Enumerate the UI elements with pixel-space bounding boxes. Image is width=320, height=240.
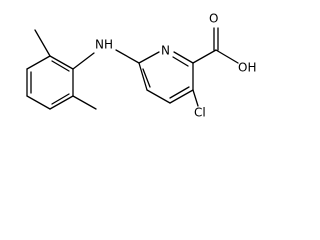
pyridine-ring [138, 51, 194, 104]
ring-bond [49, 95, 74, 110]
nh-pyridine-bond [115, 49, 140, 64]
chemical-structure-diagram: NH N OH O Cl [26, 12, 256, 120]
ring-double-bond [51, 60, 70, 72]
ring-double-bond [172, 56, 189, 67]
ring-bond [169, 89, 194, 104]
dimethylphenyl-ring [26, 55, 74, 110]
ring-bond [26, 95, 51, 110]
methyl-bond-top [34, 29, 51, 57]
ring-bond [173, 51, 194, 64]
amine-label: NH [95, 38, 113, 52]
ring-double-bond [169, 86, 190, 99]
pyridine-nitrogen-label: N [161, 44, 170, 58]
ring-bond [146, 89, 171, 104]
ring-bond [138, 51, 160, 64]
methyl-bond-bottom [72, 95, 97, 110]
ring-double-bond [51, 93, 70, 105]
aryl-nh-bond [72, 52, 95, 70]
ring-bond [26, 55, 51, 70]
chlorine-label: Cl [194, 106, 206, 120]
ring-chlorine-bond [192, 89, 199, 107]
ring-bond [49, 55, 74, 70]
hydroxyl-label: OH [238, 61, 256, 75]
ring-bond [138, 62, 148, 91]
carbonyl-oxygen-label: O [209, 12, 218, 26]
ring-double-bond [142, 68, 151, 88]
ring-carboxyl-bond [192, 49, 217, 64]
carboxyl-c-oh-bond [215, 49, 239, 64]
